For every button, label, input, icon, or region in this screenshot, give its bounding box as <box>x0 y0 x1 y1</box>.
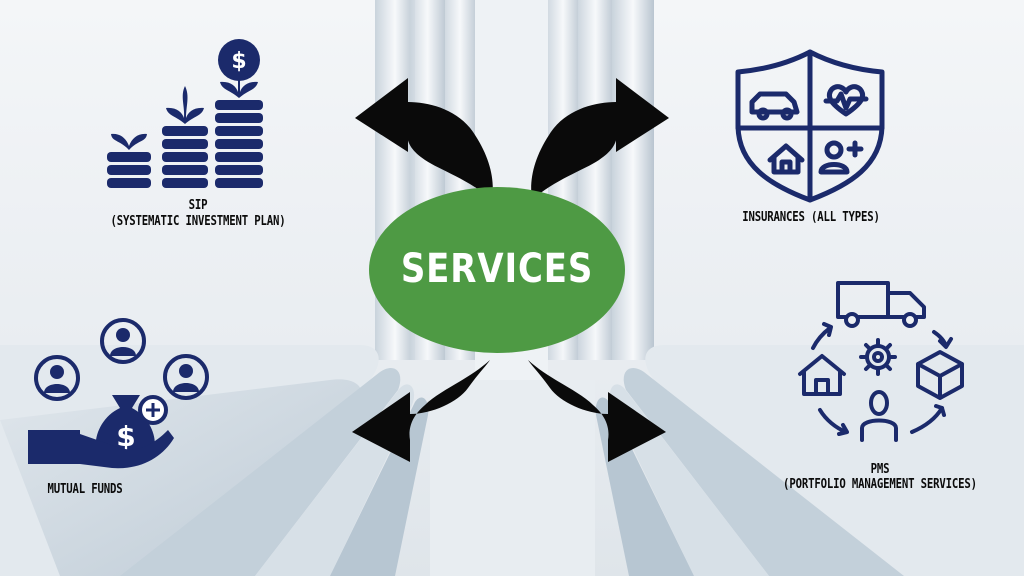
sip-coin-growth-icon: $ <box>107 39 263 188</box>
floor-curves <box>0 345 1024 576</box>
pms-subtitle: (PORTFOLIO MANAGEMENT SERVICES) <box>783 477 977 492</box>
mutual-funds-title: MUTUAL FUNDS <box>47 482 123 497</box>
sip-title: SIP <box>188 198 208 213</box>
arrow-top-left <box>355 78 493 200</box>
pms-logistics-cycle-icon <box>798 281 964 442</box>
insurance-shield-icon <box>735 49 885 203</box>
insurances-title: INSURANCES (ALL TYPES) <box>742 210 880 225</box>
arrow-bottom-right <box>528 360 666 462</box>
services-center-ellipse <box>369 187 625 353</box>
pms-title: PMS <box>870 462 890 477</box>
svg-text:$: $ <box>231 49 246 74</box>
arrows <box>352 78 669 462</box>
sip-subtitle: (SYSTEMATIC INVESTMENT PLAN) <box>110 214 286 229</box>
svg-text:$: $ <box>116 420 135 453</box>
arrow-bottom-left <box>352 360 490 462</box>
services-center-label: SERVICES <box>400 246 594 292</box>
arrow-top-right <box>531 78 669 200</box>
mutual-funds-icon: $ <box>28 318 209 469</box>
